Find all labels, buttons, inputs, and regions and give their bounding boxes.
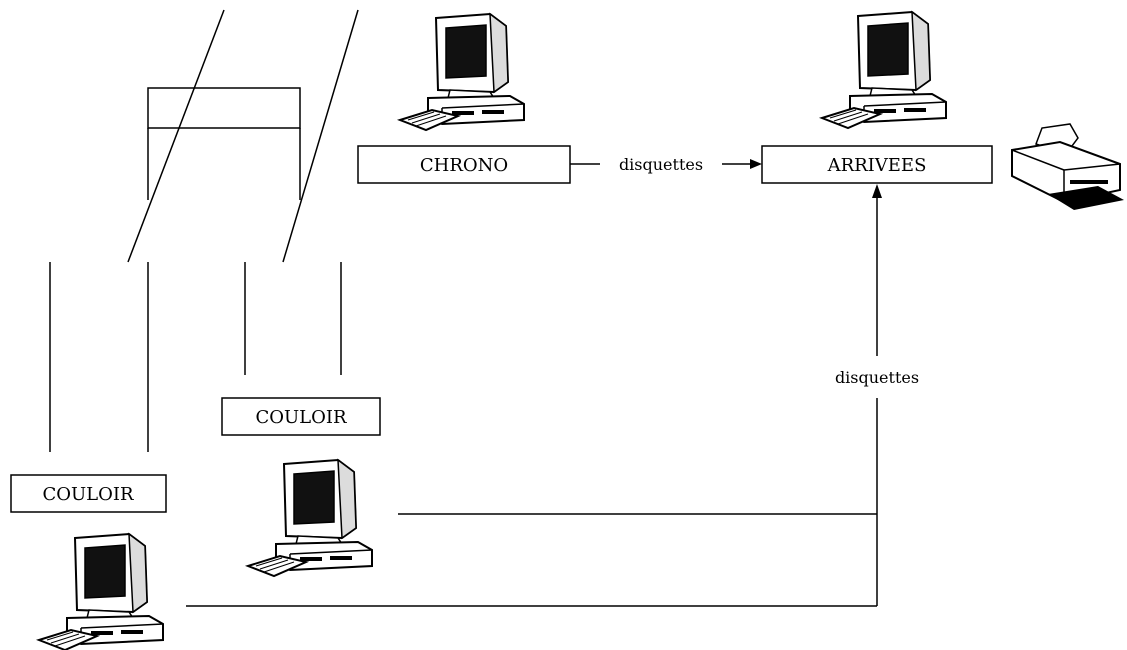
arrow-to-arrivees-up xyxy=(872,184,882,198)
couloirs-edge-label: disquettes xyxy=(835,368,919,387)
chrono-computer-icon xyxy=(399,13,525,131)
lane-divider-left xyxy=(127,9,225,263)
lane-divider-right xyxy=(282,9,359,263)
arrivees-label: ARRIVEES xyxy=(827,155,927,176)
arrivees-computer-icon xyxy=(821,11,947,129)
chrono-label: CHRONO xyxy=(420,155,508,176)
couloir-2-computer-icon xyxy=(247,459,373,577)
couloir-2-label: COULOIR xyxy=(255,407,347,428)
gantry-banner xyxy=(147,87,301,129)
chrono-box xyxy=(357,145,571,184)
couloir-1-box xyxy=(10,474,167,513)
couloir-1-label: COULOIR xyxy=(42,484,134,505)
chrono-edge-label: disquettes xyxy=(619,155,703,174)
couloir-1-computer-icon xyxy=(38,533,164,650)
couloir-2-box xyxy=(221,397,381,436)
printer-icon xyxy=(1011,123,1124,210)
finish-gantry xyxy=(49,9,359,452)
arrivees-box xyxy=(761,145,993,184)
arrow-to-arrivees-right xyxy=(750,159,762,169)
